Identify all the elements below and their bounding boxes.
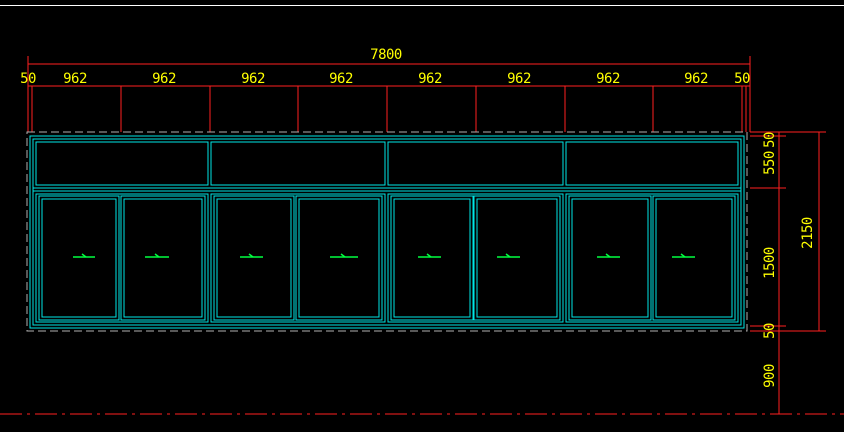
edge-right-text: 50 — [734, 71, 750, 87]
bay-width-text: 962 — [596, 71, 620, 87]
overall-width-dimension: 7800 — [27, 47, 751, 132]
overall-width-text: 7800 — [370, 47, 402, 63]
bay-width-dimensions: 50 50 962 962 962 962 962 962 962 962 — [20, 71, 750, 132]
door-panels — [35, 193, 739, 323]
door-handles — [73, 253, 695, 258]
bay-width-text: 962 — [152, 71, 176, 87]
bay-width-text: 962 — [418, 71, 442, 87]
bay-width-text: 962 — [63, 71, 87, 87]
wall-opening-outline — [26, 131, 748, 332]
top-edge-text: 50 — [762, 132, 778, 148]
bay-width-text: 962 — [507, 71, 531, 87]
total-height-text: 2150 — [800, 217, 816, 249]
door-height-text: 1500 — [762, 247, 778, 279]
transom-panels — [35, 141, 739, 186]
bottom-edge-text: 50 — [762, 323, 778, 339]
vertical-dimensions: 50 550 1500 50 2150 900 — [750, 131, 826, 414]
bay-width-text: 962 — [329, 71, 353, 87]
edge-left-text: 50 — [20, 71, 36, 87]
bay-width-text: 962 — [684, 71, 708, 87]
window-frame — [29, 135, 745, 329]
bay-width-text: 962 — [241, 71, 265, 87]
sill-height-text: 900 — [762, 364, 778, 388]
transom-height-text: 550 — [762, 151, 778, 175]
